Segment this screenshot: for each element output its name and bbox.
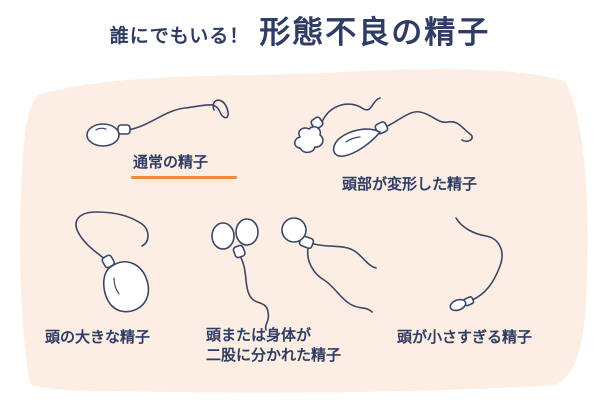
- large-head-sperm-illustration: [75, 211, 150, 313]
- label-small-head: 頭が小さすぎる精子: [397, 328, 533, 346]
- normal-sperm-illustration: [86, 99, 229, 147]
- small-head-sperm-head: [449, 298, 467, 312]
- split-sperm-head-1b: [235, 218, 259, 246]
- deformed-sperm-head-shine: [345, 136, 361, 143]
- normal-sperm-head-shine: [95, 127, 107, 131]
- split-sperm-tail-1: [239, 255, 270, 331]
- label-normal-sperm: 通常の精子: [133, 153, 209, 171]
- large-head-sperm-head: [102, 261, 150, 313]
- label-split-line1: 頭または身体が: [206, 326, 312, 344]
- label-normal-underline: [131, 176, 237, 179]
- large-head-sperm-shine: [113, 277, 120, 295]
- deformed-sperm-head-1: [293, 126, 324, 154]
- label-large-head: 頭の大きな精子: [45, 328, 151, 346]
- split-sperm-head-2: [281, 217, 307, 243]
- deformed-sperm-head-2: [332, 128, 381, 157]
- normal-sperm-head: [86, 123, 120, 147]
- label-deformed-head: 頭部が変形した精子: [342, 175, 478, 193]
- deformed-sperm-tail-2: [383, 110, 473, 143]
- deformed-head-sperm-illustration: [293, 97, 473, 157]
- deformed-sperm-tail-1: [321, 97, 381, 123]
- split-sperm-head-1a: [211, 222, 235, 250]
- label-split-line2: 二股に分かれた精子: [206, 346, 342, 364]
- small-head-sperm-tail: [455, 217, 503, 301]
- normal-sperm-midpiece: [117, 124, 131, 135]
- small-head-sperm-illustration: [449, 217, 503, 312]
- page-title: 誰にでもいる！ 形態不良の精子: [0, 8, 600, 52]
- split-sperm-tail-2a: [306, 247, 373, 313]
- split-sperm-midpiece-1: [232, 244, 246, 259]
- split-sperm-illustration: [211, 217, 377, 331]
- title-prefix: 誰にでもいる！: [109, 25, 250, 47]
- label-split-sperm: 頭または身体が 二股に分かれた精子: [206, 325, 341, 365]
- deformed-sperm-midpiece-1: [310, 116, 324, 130]
- large-head-sperm-tail: [75, 211, 149, 261]
- title-main: 形態不良の精子: [259, 15, 491, 51]
- split-sperm-tail-2b: [313, 243, 377, 269]
- normal-sperm-tail: [127, 99, 229, 131]
